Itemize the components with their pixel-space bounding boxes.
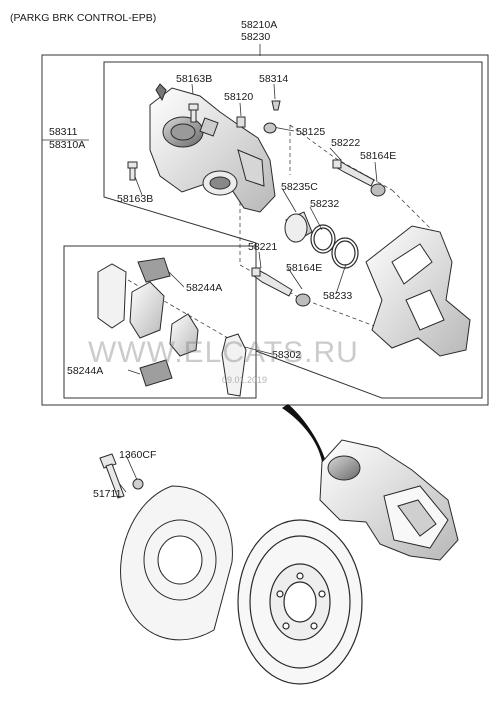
piston-58235C <box>284 211 313 243</box>
label-58222[interactable]: 58222 <box>331 137 361 149</box>
brake-rotor <box>237 519 363 685</box>
pad-kit-parts <box>97 257 247 397</box>
label-58230[interactable]: 58230 <box>241 31 271 43</box>
watermark-text: WWW.ELCATS.RU <box>88 336 359 369</box>
label-58125[interactable]: 58125 <box>296 126 326 138</box>
boot-58164E-bottom <box>295 293 311 307</box>
label-58210A[interactable]: 58210A <box>241 19 278 31</box>
cap-58314 <box>271 100 281 111</box>
assembly-outer-frame <box>41 54 489 406</box>
watermark-date: 09.01.2019 <box>222 375 268 385</box>
label-58221[interactable]: 58221 <box>248 241 278 253</box>
label-58310A[interactable]: 58310A <box>49 139 86 151</box>
label-58232[interactable]: 58232 <box>310 198 340 210</box>
diagram-title: (PARKG BRK CONTROL-EPB) <box>10 12 157 24</box>
caliper-carrier <box>365 225 471 357</box>
caliper-kit-frame <box>103 61 483 399</box>
direction-arrow <box>282 404 326 462</box>
washer-1360CF <box>132 478 144 490</box>
boot-58164E-top <box>370 183 386 197</box>
assembled-caliper <box>319 439 459 561</box>
label-51711[interactable]: 51711 <box>93 488 122 500</box>
label-58244A-top[interactable]: 58244A <box>186 282 223 294</box>
label-58164E-top[interactable]: 58164E <box>360 150 397 162</box>
label-58163B-top[interactable]: 58163B <box>176 73 213 85</box>
label-1360CF[interactable]: 1360CF <box>119 449 157 461</box>
caliper-body <box>149 83 276 213</box>
label-58314[interactable]: 58314 <box>259 73 289 85</box>
bleeder-58120 <box>236 116 246 128</box>
bolt-58163B-bottom <box>127 161 138 181</box>
label-58164E-bottom[interactable]: 58164E <box>286 262 323 274</box>
boot-58233 <box>331 237 359 269</box>
label-58235C[interactable]: 58235C <box>281 181 318 193</box>
seal-58232 <box>310 224 336 254</box>
dust-shield <box>120 485 233 641</box>
label-58244A-bottom[interactable]: 58244A <box>67 365 104 377</box>
bolt-51711 <box>99 453 125 499</box>
label-58233[interactable]: 58233 <box>323 290 353 302</box>
cap-58125 <box>263 122 277 134</box>
label-58120[interactable]: 58120 <box>224 91 254 103</box>
pin-58222 <box>332 159 375 187</box>
pad-kit-frame <box>63 245 257 399</box>
label-58302[interactable]: 58302 <box>272 349 302 361</box>
bolt-58163B-top <box>188 103 199 123</box>
pin-58221 <box>251 267 293 297</box>
label-58163B-bottom[interactable]: 58163B <box>117 193 154 205</box>
label-58311[interactable]: 58311 <box>49 126 78 138</box>
